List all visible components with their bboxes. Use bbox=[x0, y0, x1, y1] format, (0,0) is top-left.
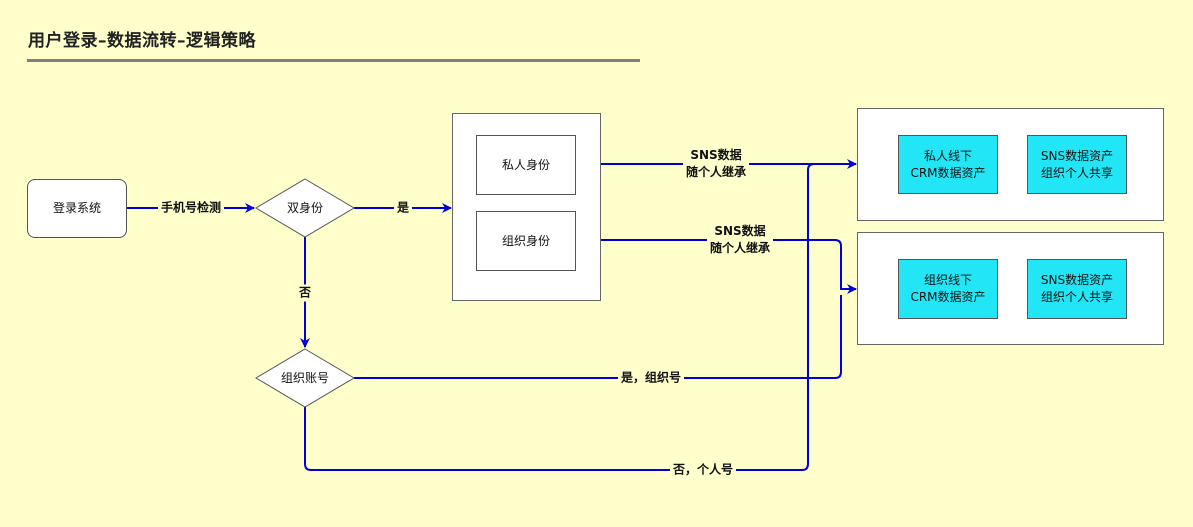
dual-identity-label: 双身份 bbox=[286, 200, 323, 215]
edge-org-account-yes bbox=[354, 295, 842, 379]
org-account-diamond bbox=[255, 348, 355, 408]
edge-label-org-sns-line2: 随个人继承 bbox=[709, 241, 771, 255]
org-sns-shared-line2: 组织个人共享 bbox=[1040, 290, 1113, 304]
org-identity-label: 组织身份 bbox=[501, 233, 550, 248]
org-sns-shared-line1: SNS数据资产 bbox=[1040, 273, 1114, 287]
private-offline-crm-line1: 私人线下 bbox=[923, 148, 972, 163]
edge-org-to-org-assets bbox=[576, 239, 857, 294]
edge-label-yes-org: 是，组织号 bbox=[617, 369, 685, 387]
private-sns-shared-line2: 组织个人共享 bbox=[1040, 165, 1113, 180]
edge-org-account-no bbox=[304, 163, 815, 471]
edge-label-org-sns-line1: SNS数据 bbox=[714, 224, 766, 238]
org-sns-shared-node: SNS数据资产 组织个人共享 bbox=[1027, 259, 1127, 319]
private-offline-crm-node: 私人线下 CRM数据资产 bbox=[898, 135, 998, 194]
edge-label-phone-check: 手机号检测 bbox=[157, 199, 225, 217]
edge-label-private-sns: SNS数据 随个人继承 bbox=[682, 147, 750, 181]
edge-label-private-sns-line1: SNS数据 bbox=[690, 148, 742, 162]
edge-label-private-sns-line2: 随个人继承 bbox=[685, 165, 747, 179]
login-system-label: 登录系统 bbox=[52, 201, 101, 215]
org-offline-crm-node: 组织线下 CRM数据资产 bbox=[898, 259, 998, 319]
dual-identity-node: 双身份 bbox=[256, 179, 354, 237]
private-sns-shared-node: SNS数据资产 组织个人共享 bbox=[1027, 135, 1127, 194]
private-identity-node: 私人身份 bbox=[476, 135, 576, 195]
page-title: 用户登录–数据流转–逻辑策略 bbox=[28, 31, 256, 51]
org-offline-crm-line1: 组织线下 bbox=[923, 273, 972, 287]
org-account-node: 组织账号 bbox=[256, 349, 354, 407]
org-offline-crm-line2: CRM数据资产 bbox=[910, 290, 986, 304]
dual-identity-diamond bbox=[255, 178, 355, 238]
private-offline-crm-line2: CRM数据资产 bbox=[910, 165, 986, 180]
edge-label-yes: 是 bbox=[393, 199, 413, 217]
title-divider bbox=[27, 59, 640, 62]
edge-label-no: 否 bbox=[295, 284, 315, 302]
edge-label-no-personal: 否，个人号 bbox=[669, 461, 737, 479]
org-account-label: 组织账号 bbox=[280, 370, 329, 385]
org-identity-node: 组织身份 bbox=[476, 211, 576, 271]
private-identity-label: 私人身份 bbox=[501, 157, 550, 172]
edge-label-org-sns: SNS数据 随个人继承 bbox=[706, 223, 774, 257]
login-system-node: 登录系统 bbox=[27, 179, 127, 238]
private-sns-shared-line1: SNS数据资产 bbox=[1040, 148, 1114, 163]
